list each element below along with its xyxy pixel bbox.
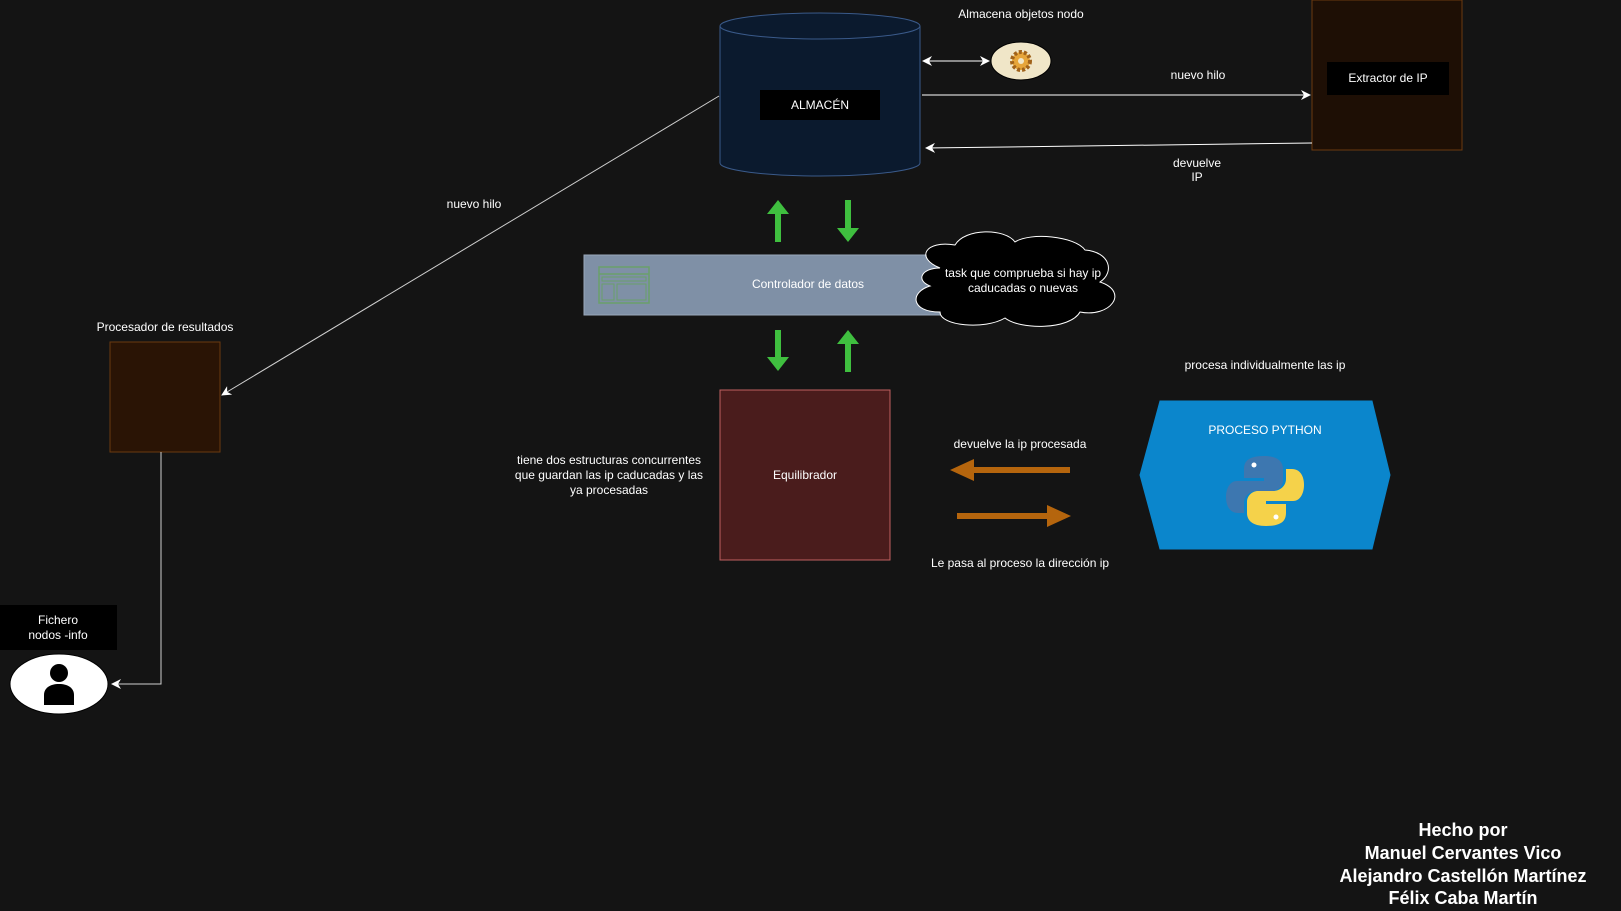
extractor-ip-box[interactable]: Extractor de IP (1311, 0, 1463, 151)
green-arrow-up-top (767, 200, 789, 242)
devuelve-ip-label-1: devuelve (1173, 156, 1221, 170)
almacena-objetos-label: Almacena objetos nodo (958, 7, 1084, 21)
cloud-label-1: task que comprueba si hay ip (945, 266, 1101, 280)
proceso-python-label: PROCESO PYTHON (1208, 423, 1321, 437)
proceso-python-hex[interactable]: PROCESO PYTHON (1139, 400, 1391, 550)
nuevo-hilo-left-label: nuevo hilo (447, 197, 502, 211)
tiene-label-3: ya procesadas (570, 483, 648, 497)
credits-line-3: Alejandro Castellón Martínez (1339, 866, 1586, 886)
nuevo-hilo-top-label: nuevo hilo (1171, 68, 1226, 82)
almacen-database[interactable]: ALMACÉN (719, 12, 921, 177)
extractor-label: Extractor de IP (1348, 71, 1427, 85)
green-arrow-up-bottom (837, 330, 859, 372)
controlador-label: Controlador de datos (752, 277, 864, 291)
fichero-label-1: Fichero (38, 613, 78, 627)
le-pasa-label: Le pasa al proceso la dirección ip (931, 556, 1109, 570)
equilibrador-label: Equilibrador (773, 468, 837, 482)
procesa-individual-label: procesa individualmente las ip (1185, 358, 1346, 372)
procesador-box[interactable] (109, 341, 221, 453)
browser-window-icon (598, 266, 650, 304)
arrow-from-extractor (925, 142, 1313, 153)
equilibrador-box[interactable]: Equilibrador (719, 389, 891, 561)
python-logo-icon (1226, 456, 1304, 526)
user-icon[interactable] (9, 653, 109, 715)
cloud-label-2: caducadas o nuevas (968, 281, 1078, 295)
credits-line-2: Manuel Cervantes Vico (1365, 843, 1562, 863)
tiene-label-2: que guardan las ip caducadas y las (515, 468, 703, 482)
cloud-note: task que comprueba si hay ip caducadas o… (915, 231, 1116, 327)
procesador-label: Procesador de resultados (97, 320, 234, 334)
orange-arrow-left (950, 459, 1070, 481)
credits-line-4: Félix Caba Martín (1388, 888, 1537, 908)
green-arrow-down-top (837, 200, 859, 242)
tiene-label-1: tiene dos estructuras concurrentes (517, 453, 701, 467)
controlador-datos-box[interactable]: Controlador de datos (583, 254, 978, 316)
credits-line-1: Hecho por (1418, 820, 1507, 840)
green-arrow-down-bottom (767, 330, 789, 371)
almacen-label: ALMACÉN (791, 97, 849, 112)
arrow-to-procesador (221, 95, 720, 396)
gear-icon (990, 41, 1052, 81)
devuelve-ip-label-2: IP (1191, 170, 1202, 184)
fichero-label-box (0, 605, 117, 650)
fichero-label-2: nodos -info (28, 628, 88, 642)
orange-arrow-right (957, 505, 1071, 527)
arrow-to-fichero (111, 452, 162, 689)
devuelve-procesada-label: devuelve la ip procesada (954, 437, 1087, 451)
